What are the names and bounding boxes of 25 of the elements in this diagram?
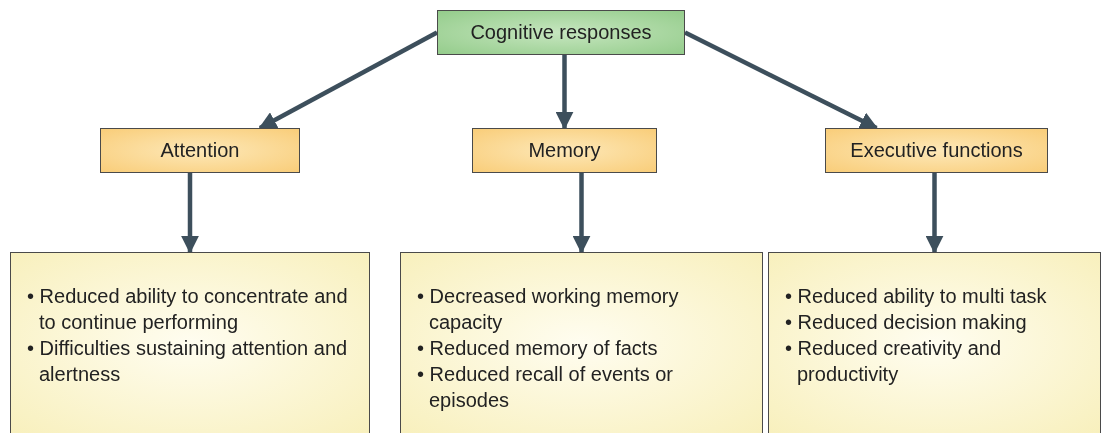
category-box: [472, 128, 657, 173]
bullet-item: • Reduced ability to multi task: [785, 284, 1047, 309]
bullet-item: • Reduced memory of facts: [417, 336, 658, 361]
bullet-item: • Difficulties sustaining attention and alertness: [27, 336, 349, 387]
category-box: [825, 128, 1048, 173]
arrow: [684, 30, 879, 130]
arrow: [572, 173, 591, 254]
box-label: Executive functions: [850, 139, 1023, 162]
arrow: [925, 173, 944, 254]
header-box: [437, 10, 685, 55]
category-box: [100, 128, 300, 173]
box-label: Attention: [160, 139, 240, 162]
bullet-item: • Decreased working memory capacity: [417, 284, 680, 335]
box-label: Cognitive responses: [470, 21, 652, 44]
details-box: [400, 252, 763, 433]
arrow: [258, 30, 439, 130]
bullet-item: • Reduced ability to concentrate and to continue performing: [27, 284, 349, 335]
details-box: [768, 252, 1101, 433]
arrow: [555, 55, 574, 130]
box-label: Memory: [528, 139, 601, 162]
arrow: [181, 173, 199, 254]
details-box: [10, 252, 370, 433]
bullet-item: • Reduced creativity and productivity: [785, 336, 1002, 387]
bullet-item: • Reduced recall of events or episodes: [417, 362, 675, 413]
bullet-item: • Reduced decision making: [785, 310, 1027, 335]
